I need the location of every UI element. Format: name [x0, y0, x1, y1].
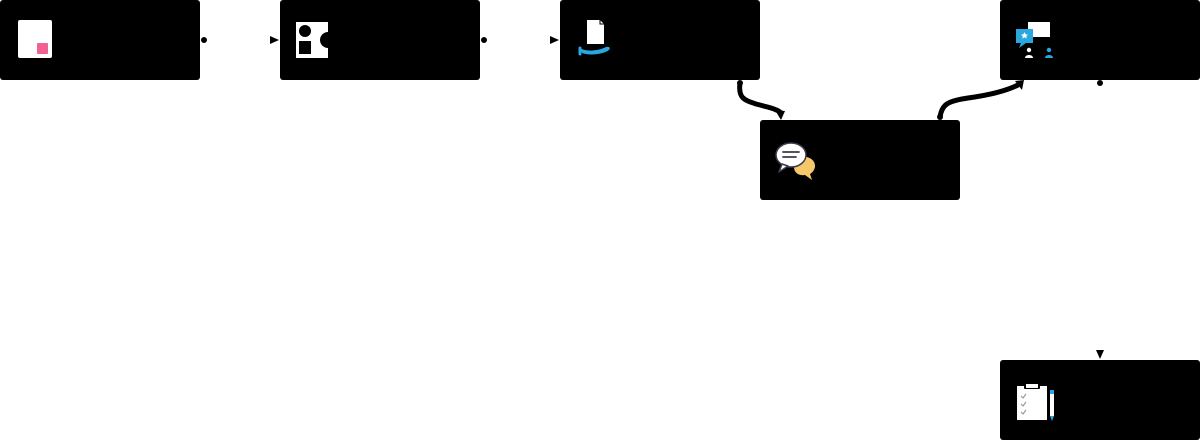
- process-node-1[interactable]: [0, 0, 200, 80]
- feedback-people-icon: [1016, 22, 1053, 58]
- process-node-3[interactable]: [560, 0, 760, 80]
- process-node-6[interactable]: [1000, 360, 1200, 440]
- connector-n3-n4: [737, 80, 785, 120]
- process-node-4[interactable]: [760, 120, 960, 200]
- connector-n2-n3: [481, 36, 559, 44]
- document-hand-icon: [578, 20, 610, 56]
- shapes-icon: [296, 22, 336, 58]
- connector-n1-n2: [201, 36, 279, 44]
- document-icon: [18, 20, 52, 58]
- chat-bubbles-icon: [775, 142, 816, 180]
- connector-n5-n6: [1096, 80, 1104, 359]
- clipboard-checklist-icon: [1017, 383, 1054, 421]
- process-node-2[interactable]: [280, 0, 480, 80]
- connector-n4-n5: [937, 80, 1024, 120]
- process-node-5[interactable]: [1000, 0, 1200, 80]
